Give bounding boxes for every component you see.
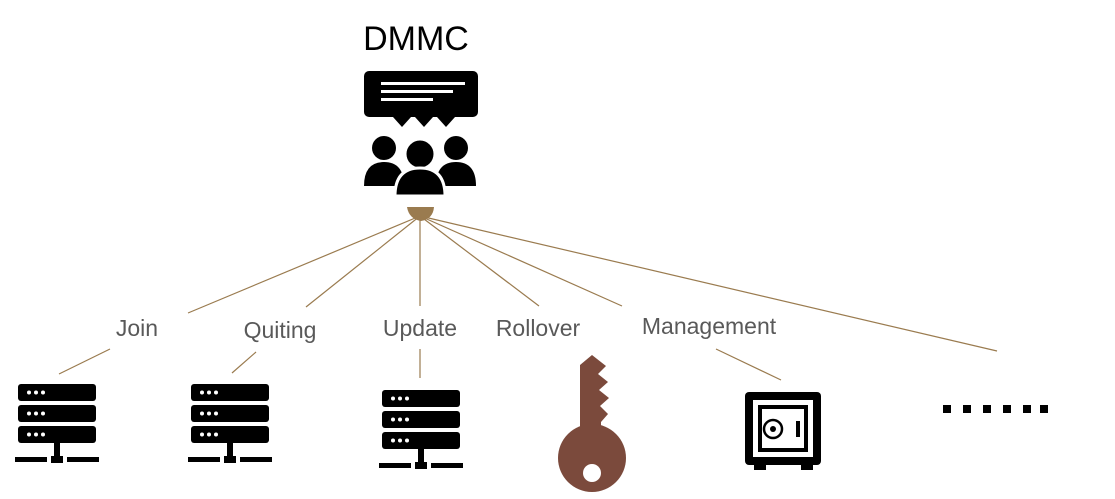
connector-quiting-icon: [231, 351, 257, 374]
server-icon-join: [15, 384, 99, 463]
diagram-title: DMMC: [363, 20, 469, 58]
committee-icon: [364, 71, 478, 198]
connector-lines: [187, 215, 998, 352]
key-icon: [558, 355, 626, 492]
connector-management: [419, 215, 623, 307]
label-management: Management: [642, 313, 777, 339]
connector-quiting: [305, 215, 421, 308]
connector-more: [419, 215, 998, 352]
connector-rollover: [419, 215, 540, 307]
label-update: Update: [383, 315, 457, 341]
label-rollover: Rollover: [496, 315, 581, 341]
server-icon-update: [379, 390, 463, 469]
connector-management-icon: [715, 348, 782, 381]
server-icon-quiting: [188, 384, 272, 463]
speech-bubble-icon: [364, 71, 478, 127]
ellipsis-icon: [943, 405, 1048, 413]
label-icon-connectors: [58, 348, 782, 381]
connector-join: [187, 215, 421, 314]
people-group-icon: [364, 136, 476, 198]
connector-join-icon: [58, 348, 111, 375]
safe-icon: [745, 392, 821, 470]
label-join: Join: [116, 315, 158, 341]
label-quiting: Quiting: [244, 317, 317, 343]
